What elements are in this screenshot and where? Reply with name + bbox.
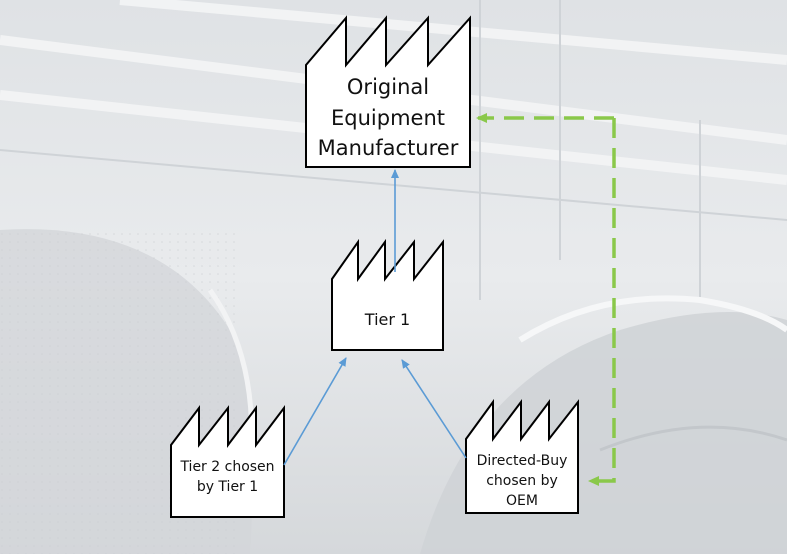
tier2-label: Tier 2 chosen by Tier 1 <box>171 447 284 507</box>
directed-buy-label: Directed-Buy chosen by OEM <box>466 446 578 516</box>
tier1-factory-shape <box>331 238 444 351</box>
dashed-connector-oem-directed-buy <box>588 118 616 486</box>
oem-factory-shape <box>305 15 471 168</box>
arrow-tier2-to-tier1 <box>283 357 347 466</box>
directed-buy-label-line-2: chosen by <box>486 472 558 489</box>
tier1-label-line-1: Tier 1 <box>364 309 411 329</box>
directed-buy-label-line-1: Directed-Buy <box>476 452 568 469</box>
tier2-label-line-1: Tier 2 chosen <box>180 458 275 475</box>
tier2-factory-shape <box>170 405 285 518</box>
tier1-label: Tier 1 <box>332 300 443 340</box>
oem-label-line-1: Original <box>346 75 430 100</box>
arrow-directed-buy-to-tier1 <box>401 359 467 459</box>
oem-label-line-3: Manufacturer <box>317 136 459 161</box>
directed-buy-factory-shape <box>465 398 579 514</box>
oem-label: Original Equipment Manufacturer <box>306 70 470 166</box>
tier2-label-line-2: by Tier 1 <box>196 479 259 495</box>
directed-buy-label-line-3: OEM <box>506 493 538 510</box>
oem-label-line-2: Equipment <box>331 105 445 130</box>
